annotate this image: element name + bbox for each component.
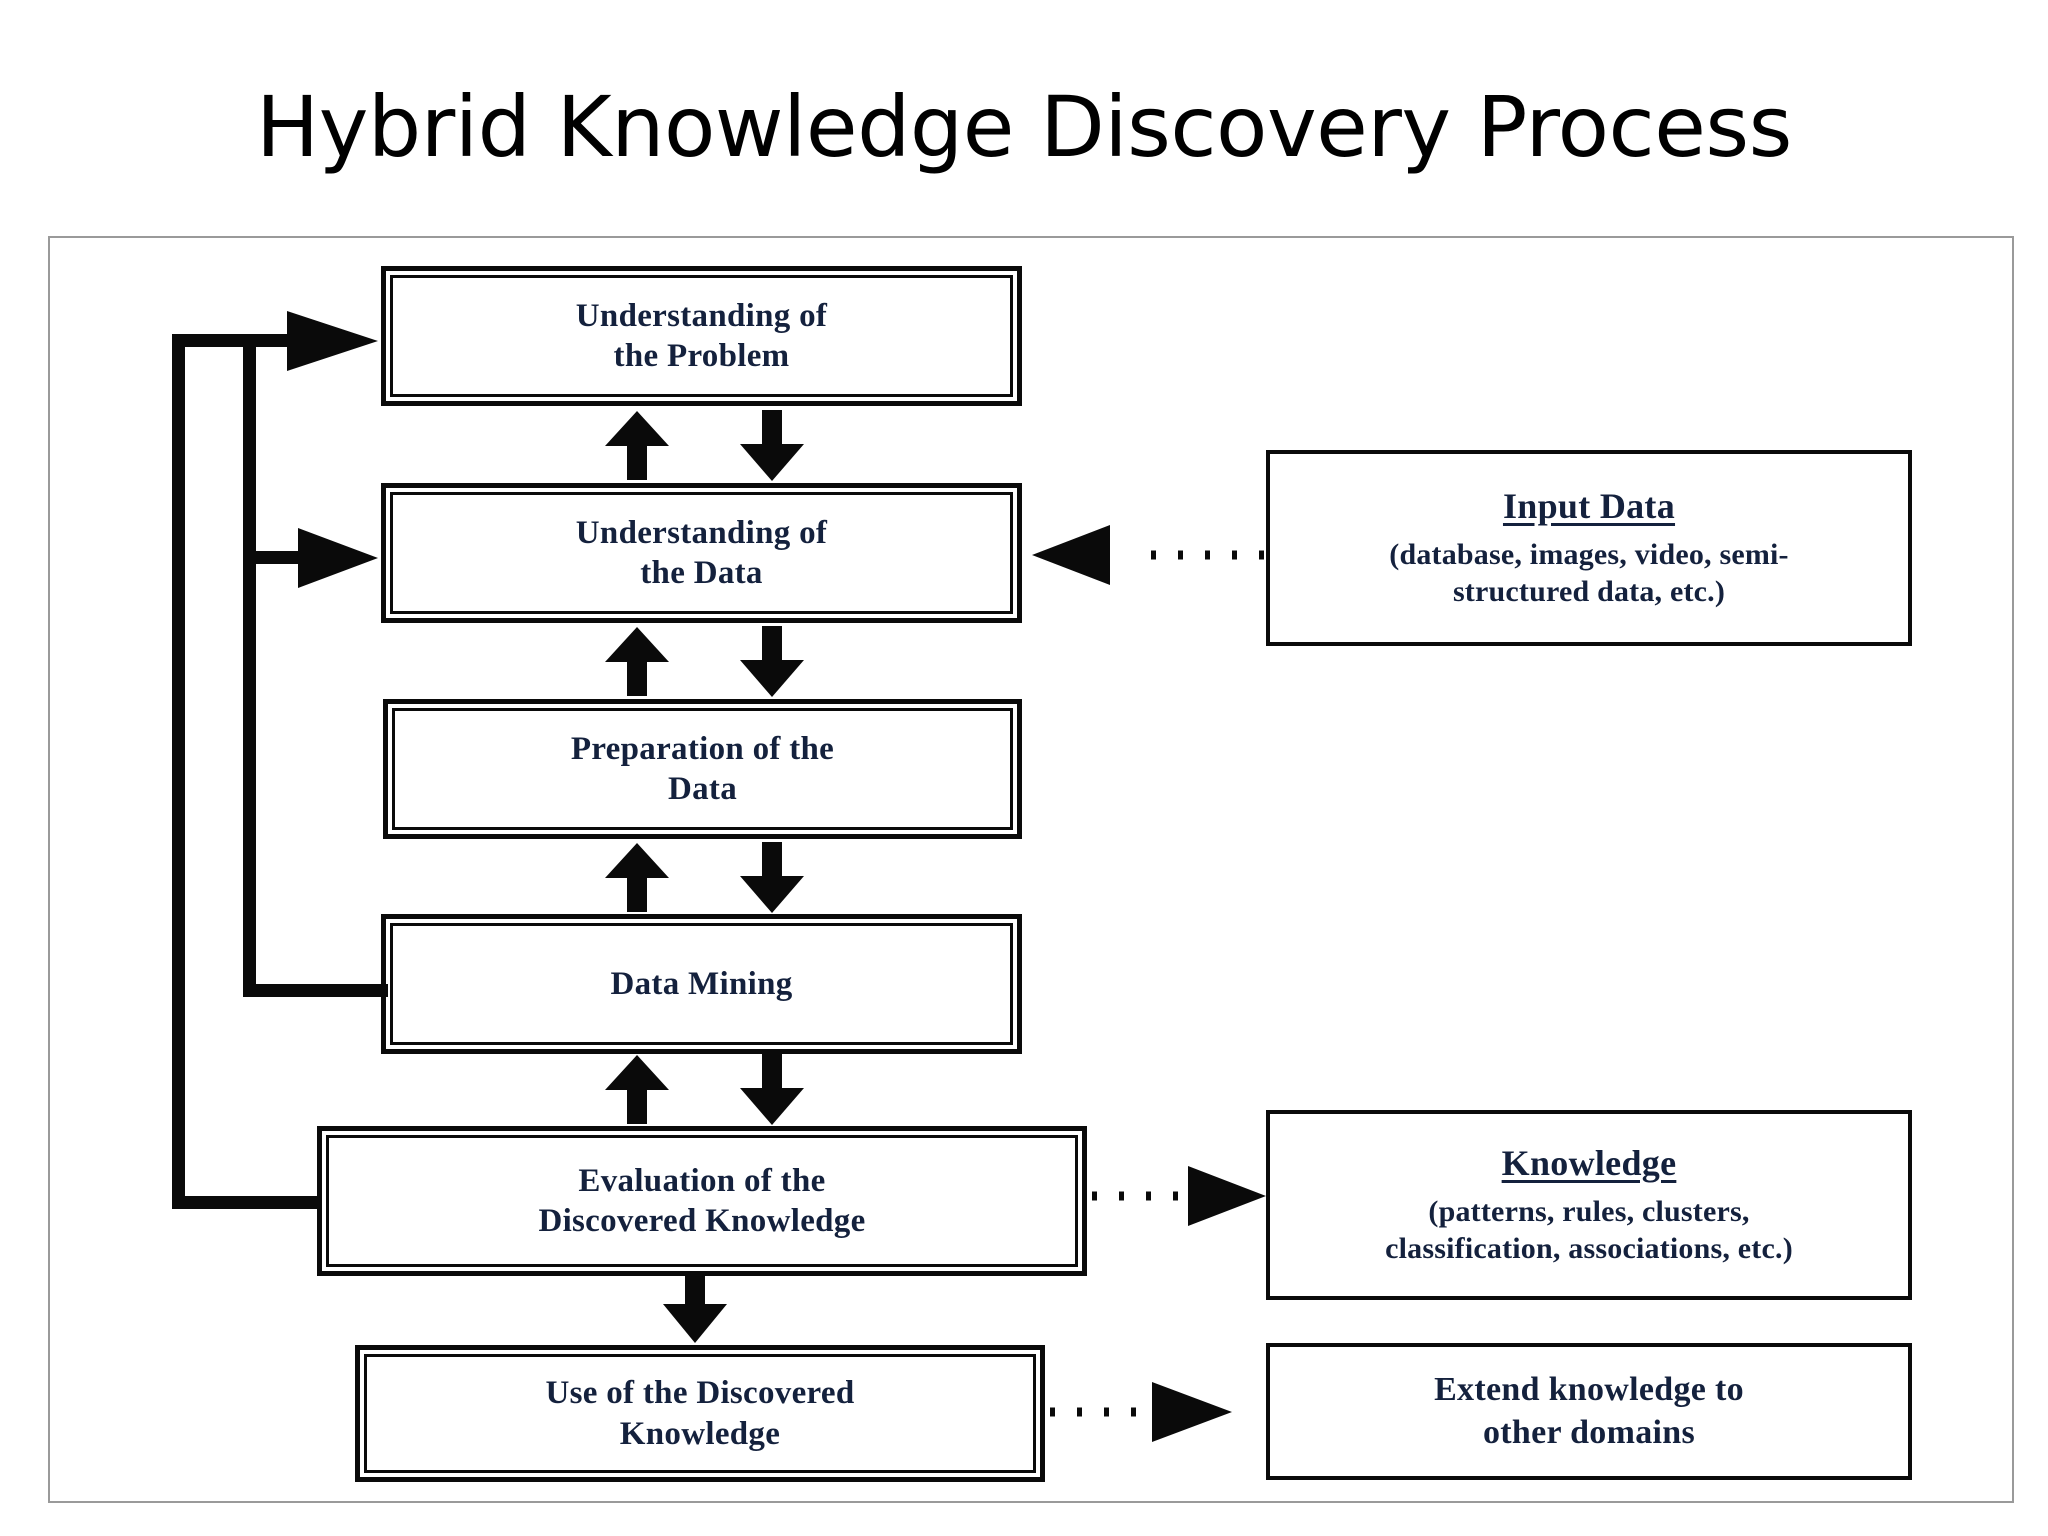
side-box-title: Input Data [1502,486,1676,527]
process-box-label: Preparation of the Data [571,729,834,810]
label-line-1: Preparation of the [570,730,835,767]
subtitle-line-1: (patterns, rules, clusters, [1428,1195,1750,1229]
side-box-extend-knowledge[interactable]: Extend knowledge to other domains [1266,1343,1912,1480]
text-line-2: other domains [1482,1413,1696,1451]
label-line-2: Knowledge [619,1415,781,1452]
side-box-knowledge[interactable]: Knowledge (patterns, rules, clusters, cl… [1266,1110,1912,1300]
process-box-use-knowledge[interactable]: Use of the Discovered Knowledge [355,1345,1045,1482]
diagram-frame [48,236,2014,1503]
label-line-2: the Data [640,555,763,591]
subtitle-line-2: classification, associations, etc.) [1385,1232,1793,1265]
subtitle-line-1: (database, images, video, semi- [1389,538,1789,572]
process-box-data-mining[interactable]: Data Mining [381,914,1022,1054]
process-box-label: Data Mining [610,964,792,1004]
label-line-2: Discovered Knowledge [538,1203,866,1239]
side-box-text: Extend knowledge to other domains [1434,1369,1744,1454]
label-line-1: Evaluation of the [578,1162,826,1199]
label-line-2: the Problem [613,338,790,374]
label-line-2: Data [667,771,738,807]
side-box-input-data[interactable]: Input Data (database, images, video, sem… [1266,450,1912,646]
process-box-understanding-problem[interactable]: Understanding of the Problem [381,266,1022,406]
label-line-1: Understanding of [575,514,828,551]
process-box-understanding-data[interactable]: Understanding of the Data [381,483,1022,623]
side-box-subtitle: (database, images, video, semi- structur… [1379,537,1799,610]
label-line-1: Data Mining [610,965,793,1002]
side-box-title: Knowledge [1501,1143,1677,1184]
page-title: Hybrid Knowledge Discovery Process [256,78,1792,176]
process-box-inner: Data Mining [390,923,1013,1045]
process-box-label: Evaluation of the Discovered Knowledge [538,1161,865,1242]
process-box-preparation-data[interactable]: Preparation of the Data [383,699,1022,839]
process-box-inner: Preparation of the Data [392,708,1013,830]
side-box-subtitle: (patterns, rules, clusters, classificati… [1375,1194,1803,1267]
subtitle-line-2: structured data, etc.) [1452,575,1726,608]
process-box-label: Understanding of the Data [576,513,827,594]
process-box-inner: Evaluation of the Discovered Knowledge [326,1135,1078,1267]
process-box-label: Understanding of the Problem [576,296,827,377]
label-line-1: Use of the Discovered [545,1375,855,1412]
process-box-inner: Understanding of the Data [390,492,1013,614]
process-box-inner: Use of the Discovered Knowledge [364,1354,1036,1473]
text-line-1: Extend knowledge to [1434,1371,1744,1408]
label-line-1: Understanding of [575,297,828,334]
process-box-label: Use of the Discovered Knowledge [545,1373,854,1454]
process-box-inner: Understanding of the Problem [390,275,1013,397]
process-box-evaluation[interactable]: Evaluation of the Discovered Knowledge [317,1126,1087,1276]
